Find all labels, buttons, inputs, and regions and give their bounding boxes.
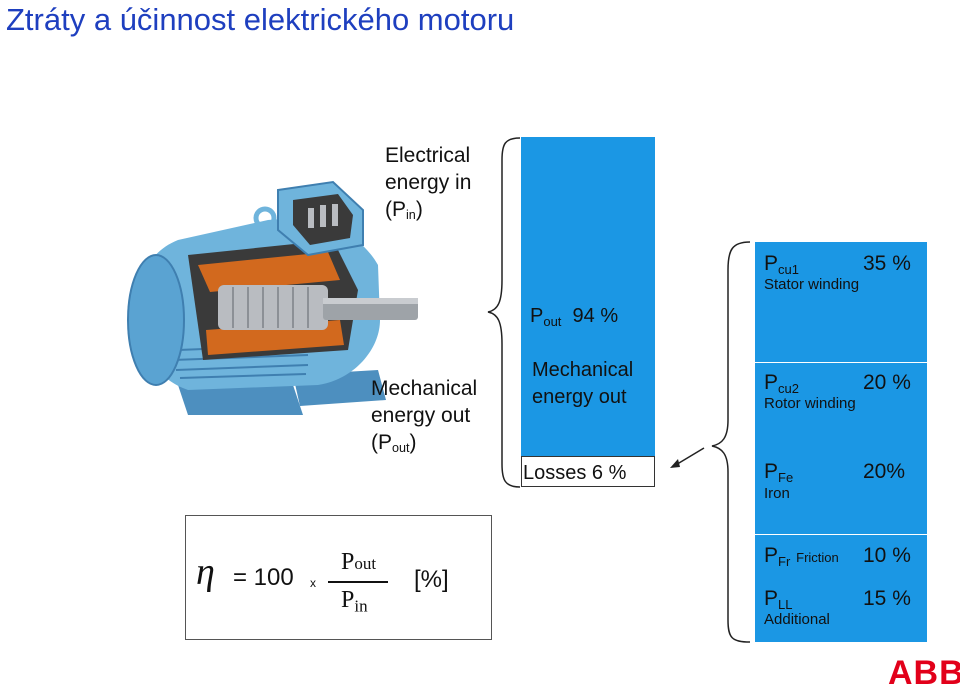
formula-denominator: Pin: [341, 587, 368, 616]
energy-in-label: Electrical energy in (Pin): [385, 144, 472, 223]
loss-desc: Rotor winding: [764, 395, 856, 412]
connector-braces: [487, 137, 751, 643]
energy-bar: [521, 137, 655, 487]
formula-equals: = 100: [233, 564, 294, 591]
page-title: Ztráty a účinnost elektrického motoru: [6, 2, 515, 37]
loss-percent: 15 %: [863, 587, 911, 610]
formula-numerator: Pout: [341, 549, 377, 575]
fraction-bar: [328, 581, 388, 583]
loss-desc: Additional: [764, 611, 830, 628]
loss-percent: 20 %: [863, 371, 911, 394]
loss-item-friction: PFr Friction: [764, 544, 839, 569]
formula-unit: [%]: [414, 566, 449, 593]
efficiency-formula: η = 100 x Pout Pin [%]: [185, 515, 492, 640]
motor-illustration: [127, 180, 418, 415]
loss-item-stator: Pcu1: [764, 252, 799, 277]
eta-symbol: η: [196, 551, 215, 593]
loss-percent: 10 %: [863, 544, 911, 567]
pout-percent-label: Pout 94 %: [530, 305, 619, 329]
formula-times: x: [310, 576, 316, 590]
loss-item-additional: PLL: [764, 587, 793, 612]
losses-box: [521, 456, 655, 487]
bar-mechanical-label: Mechanical energy out: [532, 359, 634, 408]
energy-out-label: Mechanical energy out (Pout): [371, 377, 478, 456]
loss-percent: 35 %: [863, 252, 911, 275]
abb-logo: ABB: [888, 654, 960, 692]
loss-item-rotor: Pcu2: [764, 371, 799, 396]
loss-item-iron: PFe: [764, 460, 794, 485]
loss-desc: Stator winding: [764, 276, 860, 293]
loss-desc: Iron: [764, 485, 790, 502]
losses-label: Losses 6 %: [523, 462, 627, 484]
loss-percent: 20%: [863, 460, 906, 483]
loss-breakdown: Pcu1 35 % Stator winding Pcu2 20 % Rotor…: [755, 242, 927, 642]
loss-separator: [755, 362, 927, 363]
loss-separator: [755, 534, 927, 535]
